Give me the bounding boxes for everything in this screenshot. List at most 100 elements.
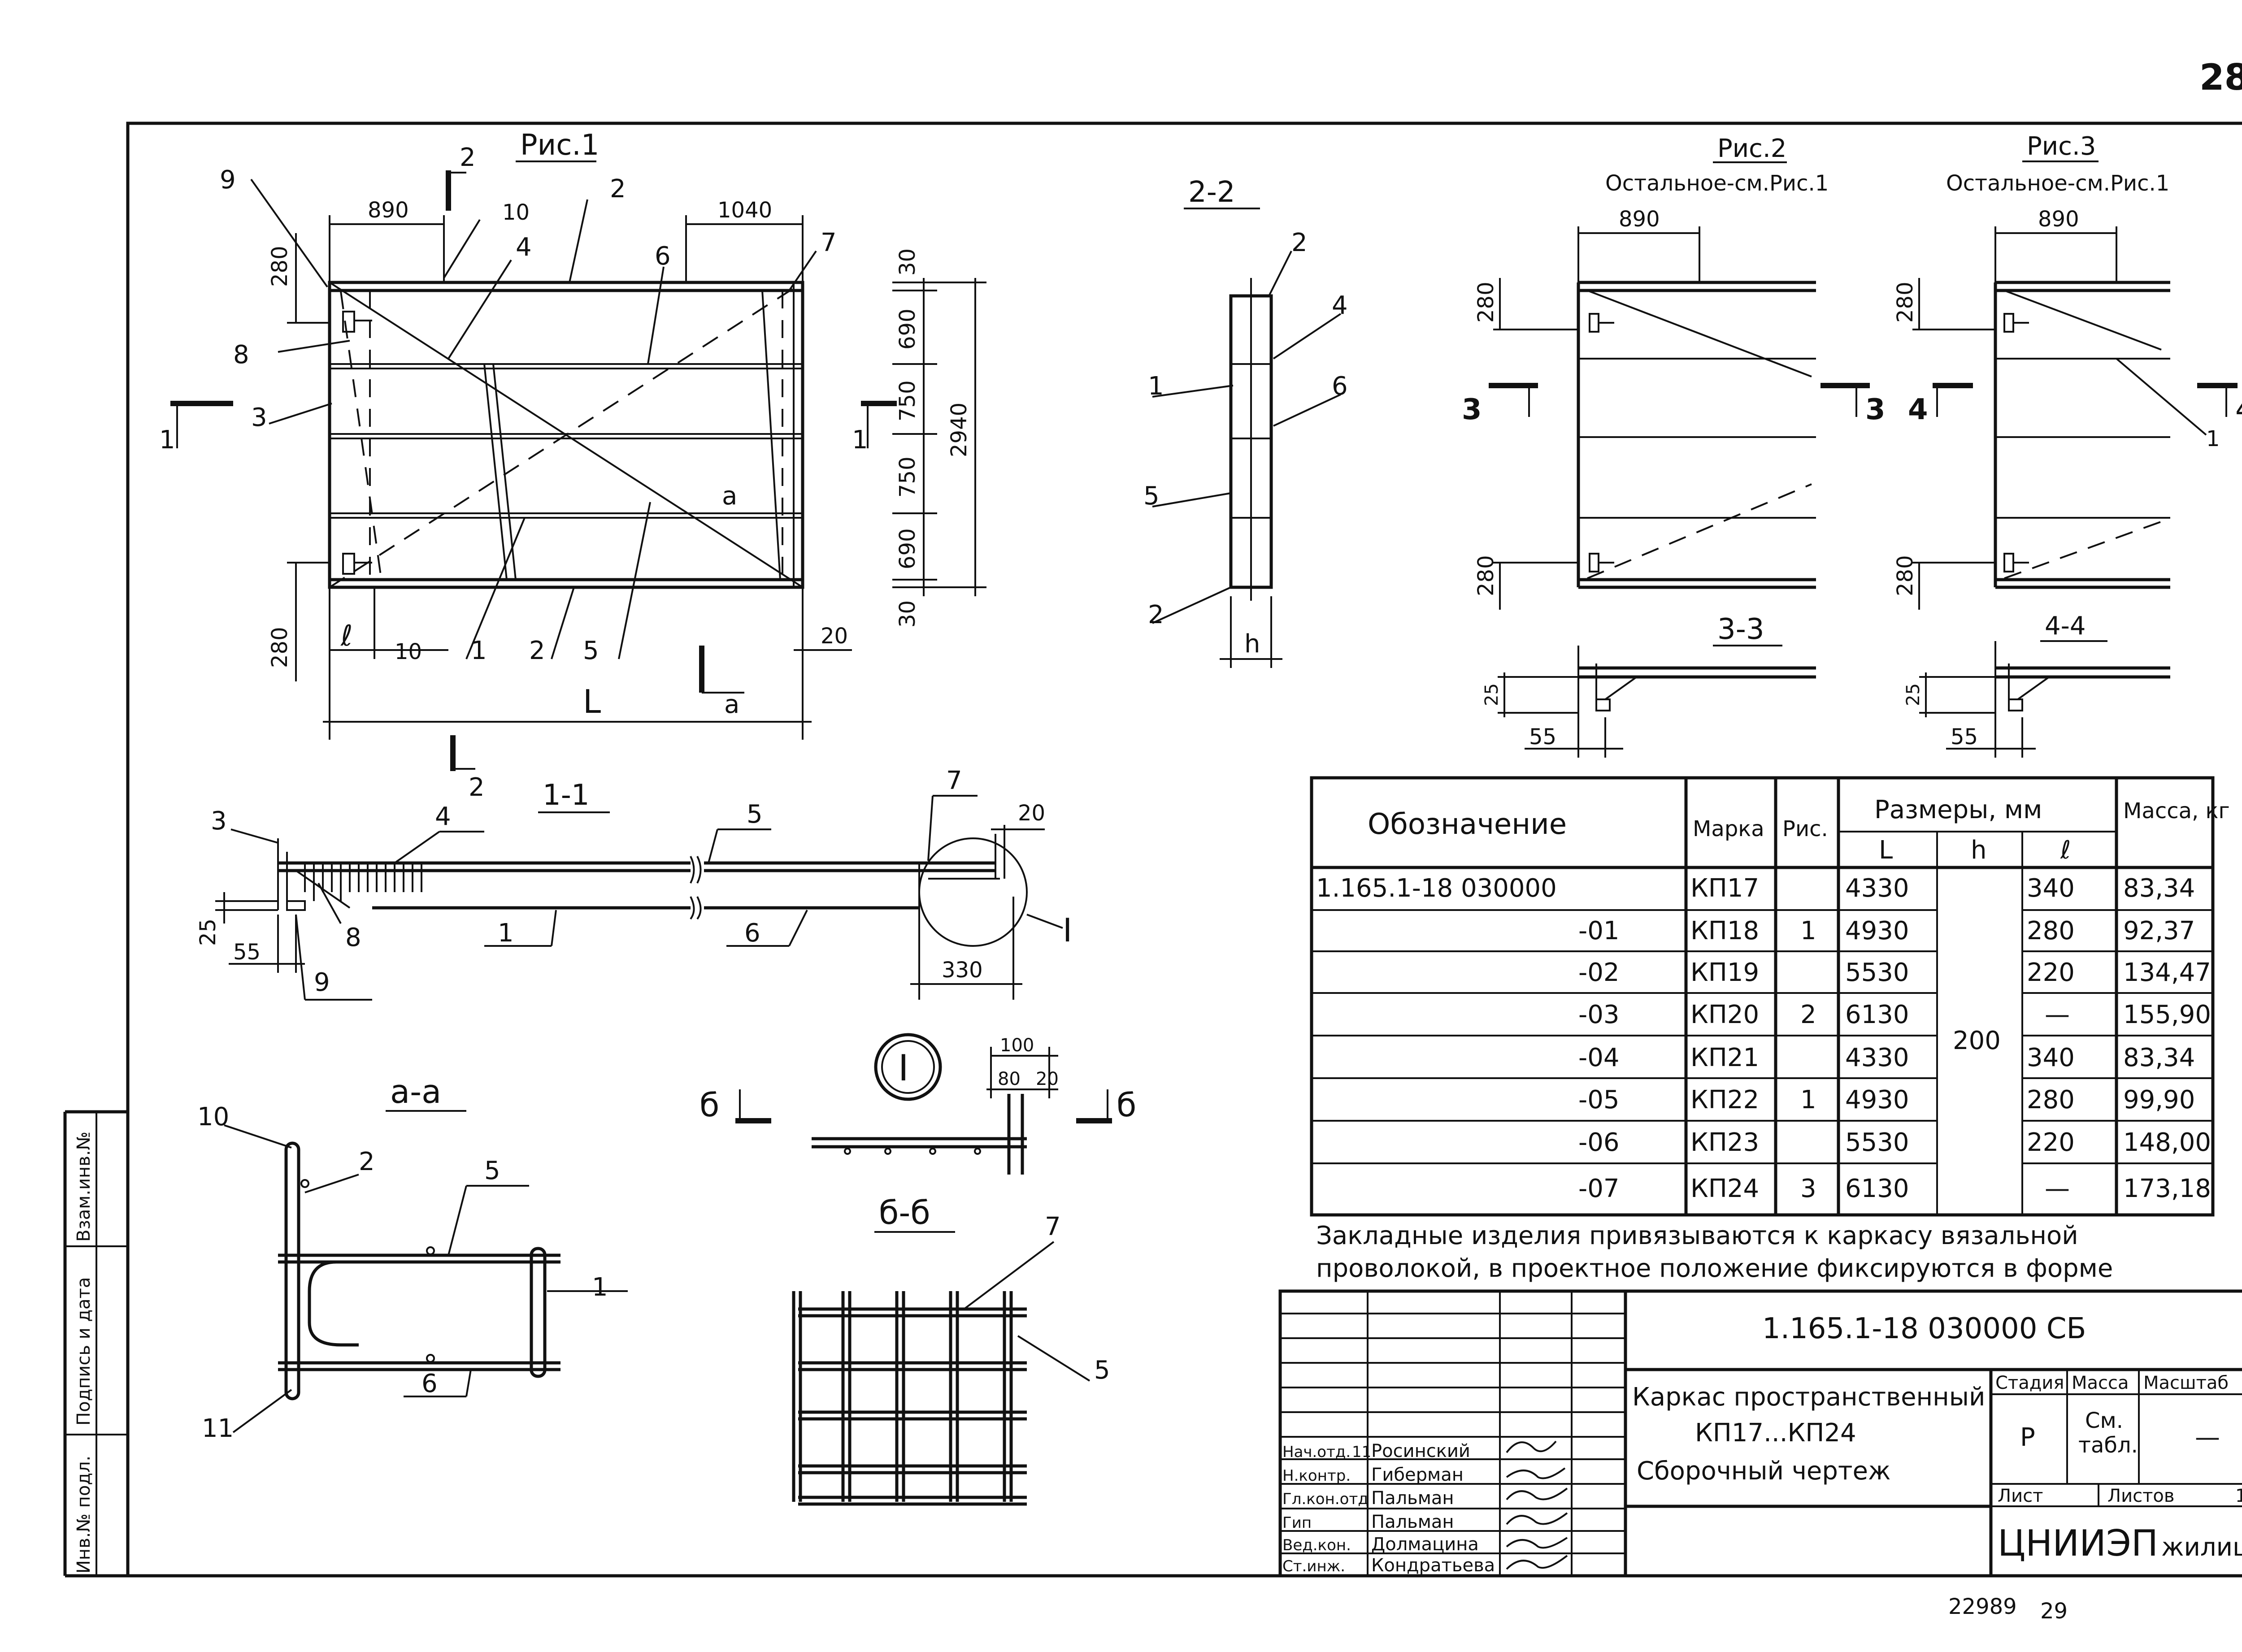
table-cell-l: 340 (2027, 874, 2075, 903)
section-1-1: 1-1 330 20 (196, 766, 1072, 1001)
sec44-dim-55: 55 (1951, 724, 1978, 750)
signature-mark (1506, 1537, 1568, 1549)
node-I-cut-left: б (700, 1086, 719, 1124)
secaa-callout-10: 10 (197, 1102, 229, 1132)
fig1-title: Рис.1 (520, 129, 599, 162)
table-cell-fig: 2 (1800, 1000, 1816, 1029)
note-line-2: проволокой, в проектное положение фиксир… (1316, 1254, 2113, 1283)
table-cell-mark: КП22 (1690, 1085, 1759, 1114)
sec22-callout-2-bottom: 2 (1148, 600, 1164, 629)
table-cell-mark: КП19 (1690, 958, 1759, 987)
secbb-callout-7: 7 (1045, 1212, 1061, 1241)
fig3-subtitle: Остальное-см.Рис.1 (1946, 171, 2169, 196)
table-row: -07 КП24 3 6130 — 173,18 (1578, 1174, 2211, 1203)
sec11-dim-20: 20 (1018, 801, 1045, 826)
fig1-callout-9: 9 (220, 165, 236, 195)
section-2-2: 2-2 2 4 1 6 5 2 h (1143, 176, 1348, 668)
title-block-doc-code: 1.165.1-18 030000 СБ (1762, 1312, 2086, 1345)
fig3-callout-1: 1 (2206, 426, 2220, 451)
section-3-3: 3-3 25 55 (1482, 613, 1816, 758)
table-header-fig: Рис. (1782, 816, 1828, 841)
fig2-title: Рис.2 (1717, 134, 1786, 163)
fig1-callout-2-top: 2 (610, 174, 626, 204)
table-row: 1.165.1-18 030000 КП17 4330 340 83,34 (1316, 874, 2195, 903)
fig1-dim-2940: 2940 (947, 403, 972, 457)
table-row: -03 КП20 2 6130 — 155,90 (1578, 1000, 2211, 1029)
fig1-dim-l: ℓ (340, 620, 352, 653)
title-block-org-1: ЦНИИЭП (1998, 1522, 2158, 1564)
table-cell-mass: 99,90 (2123, 1085, 2195, 1114)
table-cell-l: — (2045, 1174, 2070, 1203)
title-block-sheets-value: 1 (2235, 1486, 2242, 1506)
fig1-dim-10: 10 (395, 639, 422, 664)
title-block-stage: Р (2020, 1423, 2035, 1452)
node-I-dim-20: 20 (1036, 1069, 1059, 1089)
fig1-dim-690-top: 690 (895, 308, 920, 350)
fig3-title: Рис.3 (2027, 132, 2096, 161)
note-line-1: Закладные изделия привязываются к каркас… (1316, 1221, 2078, 1250)
fig2-subtitle: Остальное-см.Рис.1 (1605, 171, 1829, 196)
fig1-dim-1040: 1040 (717, 198, 772, 223)
section-b-b: б-б 7 5 (792, 1194, 1110, 1506)
title-block-person: Н.контр. Гиберман (1282, 1465, 1566, 1485)
fig1-callout-8: 8 (233, 340, 249, 369)
sec11-callout-1: 1 (498, 919, 514, 948)
signature-mark (1506, 1487, 1568, 1500)
table-cell-l: 280 (2027, 1085, 2075, 1114)
fig1-dim-L: L (583, 683, 601, 720)
person-name: Росинский (1371, 1441, 1470, 1461)
fig3-dim-280-bottom: 280 (1893, 555, 1918, 596)
sec44-dim-25: 25 (1903, 683, 1924, 706)
table-cell-designation: -07 (1578, 1174, 1619, 1203)
table-cell-L: 4330 (1845, 1043, 1909, 1072)
secaa-callout-2: 2 (359, 1147, 375, 1176)
person-role: Нач.отд. (1282, 1443, 1351, 1461)
secaa-callout-5: 5 (484, 1156, 500, 1185)
signature-mark (1506, 1440, 1557, 1453)
title-block: 1.165.1-18 030000 СБ Каркас пространстве… (1278, 1289, 2242, 1578)
table-row: -04 КП21 4330 340 83,34 (1578, 1043, 2195, 1072)
sec11-node-circle (918, 837, 1028, 947)
fig2-cut-3-left: 3 (1462, 393, 1482, 426)
table-header-mass: Масса, кг (2123, 798, 2230, 824)
fig3-cut-4-right: 4 (2235, 393, 2242, 426)
sec11-callout-4: 4 (435, 802, 451, 831)
fig1-cut-1-right: 1 (852, 425, 868, 455)
table-cell-l: 220 (2027, 1128, 2075, 1157)
fig1-dim-20: 20 (821, 624, 848, 649)
table-cell-l: 340 (2027, 1043, 2075, 1072)
table-row: -05 КП22 1 4930 280 99,90 (1578, 1085, 2195, 1114)
table-cell-designation: 1.165.1-18 030000 (1316, 874, 1557, 903)
secaa-title: а-а (390, 1073, 441, 1110)
fig2-cut-3-right: 3 (1865, 393, 1886, 426)
person-role: Ст.инж. (1282, 1557, 1345, 1575)
table-row: -02 КП19 5530 220 134,47 (1578, 958, 2211, 987)
sec11-callout-8: 8 (345, 923, 361, 952)
table-cell-L: 5530 (1845, 958, 1909, 987)
sec11-dim-55: 55 (233, 940, 261, 965)
footer-page: 29 (2040, 1599, 2068, 1624)
fig1-cut-a-bottom: а (724, 690, 739, 719)
title-block-name-3: Сборочный чертеж (1637, 1457, 1890, 1486)
title-block-mass-label: Масса (2072, 1373, 2129, 1393)
fig1-dim-30-top: 30 (895, 248, 920, 276)
node-I-dim-100: 100 (1000, 1035, 1034, 1056)
sec11-callout-5: 5 (747, 800, 763, 829)
title-block-stage-label: Стадия (1995, 1373, 2064, 1393)
sec22-dim-h: h (1244, 629, 1260, 659)
person-role: Гл.кон.отд (1282, 1490, 1369, 1508)
table-cell-L: 5530 (1845, 1128, 1909, 1157)
table-cell-l: — (2045, 1000, 2070, 1029)
fig1-callout-2-bottom: 2 (529, 636, 545, 665)
section-a-a: а-а 10 2 5 1 6 11 (197, 1073, 628, 1443)
person-role: Н.контр. (1282, 1467, 1351, 1485)
table-cell-L: 4930 (1845, 1085, 1909, 1114)
fig2-dim-280-bottom: 280 (1473, 555, 1499, 596)
secbb-title: б-б (879, 1194, 930, 1231)
node-I-detail: I 100 80 20 б б (700, 1033, 1136, 1175)
person-name: Долмацина (1371, 1534, 1479, 1555)
table-cell-mass: 92,37 (2123, 916, 2195, 945)
title-block-name-2: КП17...КП24 (1695, 1418, 1856, 1448)
fig3-cut-4-left: 4 (1908, 393, 1928, 426)
fig1-dim-890: 890 (368, 198, 409, 223)
